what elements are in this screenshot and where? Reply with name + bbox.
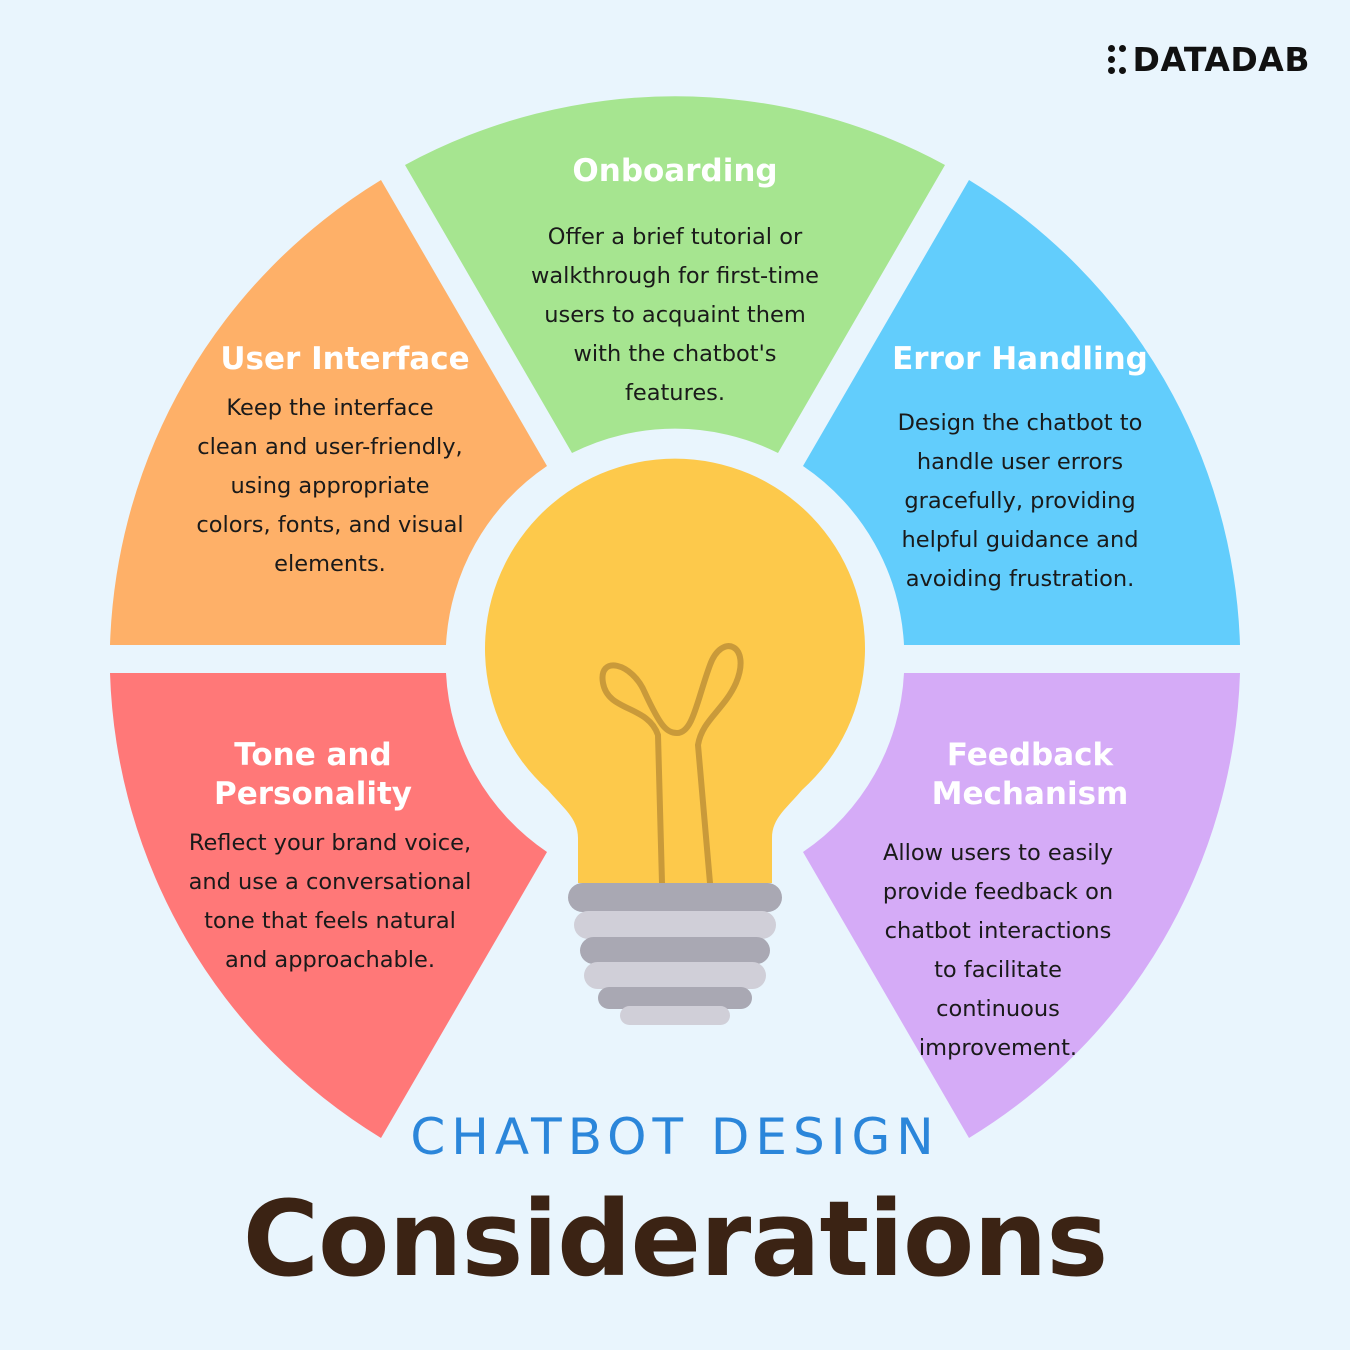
bulb-filament: [599, 643, 744, 886]
logo-dots-icon: [1107, 44, 1127, 75]
datadab-logo: DATADAB: [1107, 40, 1310, 79]
error-handling-description: Design the chatbot to handle user errors…: [897, 410, 1143, 592]
onboarding-description: Offer a brief tutorial or walkthrough fo…: [530, 224, 820, 406]
segment-onboarding: [405, 96, 945, 454]
page-title: Considerations: [242, 1178, 1109, 1300]
bulb-base: [568, 883, 782, 1025]
user-interface-title: User Interface: [220, 341, 470, 377]
brand-name: DATADAB: [1132, 40, 1310, 79]
onboarding-title: Onboarding: [572, 153, 778, 189]
user-interface-description: Keep the interface clean and user-friend…: [196, 395, 464, 577]
segment-tone-and-personality: [110, 673, 547, 1138]
bulb-glass: [485, 458, 865, 883]
feedback-mechanism-description: Allow users to easily provide feedback o…: [882, 840, 1114, 1061]
page-subtitle: CHATBOT DESIGN: [410, 1108, 940, 1166]
error-handling-title: Error Handling: [892, 341, 1148, 377]
feedback-mechanism-title: Feedback Mechanism: [931, 737, 1129, 812]
segment-error-handling: [803, 180, 1240, 645]
segment-user-interface: [110, 180, 547, 645]
tone-and-personality-description: Reflect your brand voice, and use a conv…: [188, 830, 472, 973]
light-bulb-icon: [485, 458, 865, 1025]
segment-feedback-mechanism: [803, 673, 1240, 1138]
tone-and-personality-title: Tone and Personality: [213, 737, 413, 812]
